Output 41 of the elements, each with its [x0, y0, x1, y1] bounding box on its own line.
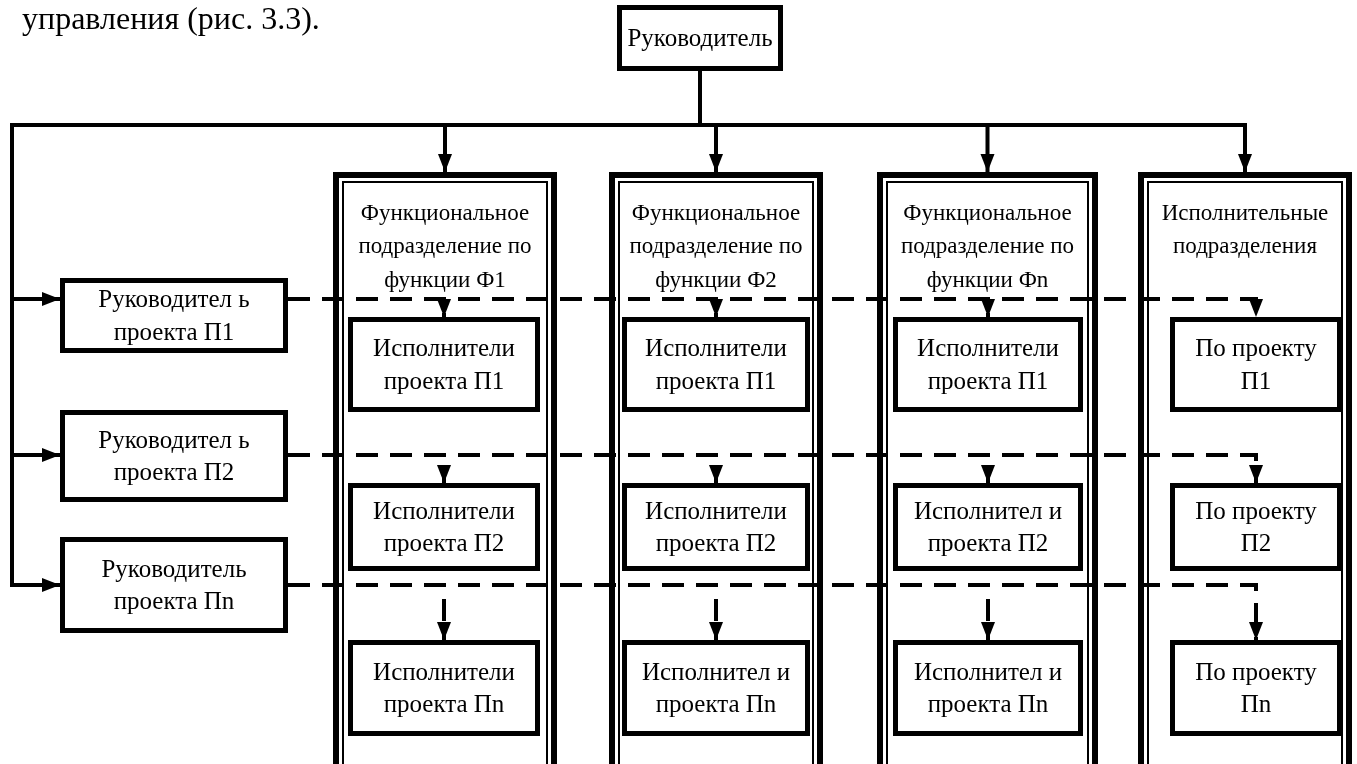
- box-label: По проекту Пn: [1194, 656, 1318, 719]
- column-heading: Функциональное подразделение по функции Ф2: [628, 199, 804, 294]
- box-label: Исполнители проекта П1: [372, 333, 516, 396]
- org-box: [1170, 483, 1342, 571]
- box-label: Исполнител и проекта П2: [912, 495, 1064, 558]
- org-box: [60, 410, 288, 502]
- box-label: Исполнители проекта Пn: [372, 656, 516, 719]
- column-heading: Функциональное подразделение по функции Ф1: [357, 199, 533, 294]
- org-box: [1170, 317, 1342, 412]
- box-label: Исполнители проекта П1: [916, 333, 1060, 396]
- org-box: [617, 5, 783, 71]
- org-box: [348, 640, 540, 736]
- box-label: Исполнители проекта П2: [372, 495, 516, 558]
- box-label: Исполнители проекта П2: [644, 495, 788, 558]
- box-label: Руководитель: [627, 22, 773, 53]
- box-label: По проекту П1: [1194, 333, 1318, 396]
- department-column: [609, 172, 823, 764]
- org-box: [893, 483, 1083, 571]
- org-box: [348, 317, 540, 412]
- box-label: Исполнител и проекта Пn: [640, 656, 792, 719]
- box-label: Руководител ь проекта П1: [97, 284, 251, 347]
- department-column: [877, 172, 1098, 764]
- department-column: [333, 172, 557, 764]
- column-heading: Функциональное подразделение по функции Фn: [899, 199, 1076, 294]
- org-box: [60, 278, 288, 353]
- box-label: Руководител ь проекта П2: [97, 424, 251, 487]
- column-heading: Исполнительные подразделения: [1160, 199, 1330, 261]
- box-label: Исполнители проекта П1: [644, 333, 788, 396]
- org-box: [348, 483, 540, 571]
- org-box: [622, 640, 810, 736]
- org-box: [893, 317, 1083, 412]
- org-box: [60, 537, 288, 633]
- box-label: Исполнител и проекта Пn: [912, 656, 1064, 719]
- org-box: [622, 483, 810, 571]
- department-column: [1138, 172, 1352, 764]
- org-box: [893, 640, 1083, 736]
- note-text: управления (рис. 3.3).: [22, 2, 320, 34]
- box-label: По проекту П2: [1194, 495, 1318, 558]
- org-box: [1170, 640, 1342, 736]
- org-box: [622, 317, 810, 412]
- box-label: Руководитель проекта Пn: [100, 553, 248, 616]
